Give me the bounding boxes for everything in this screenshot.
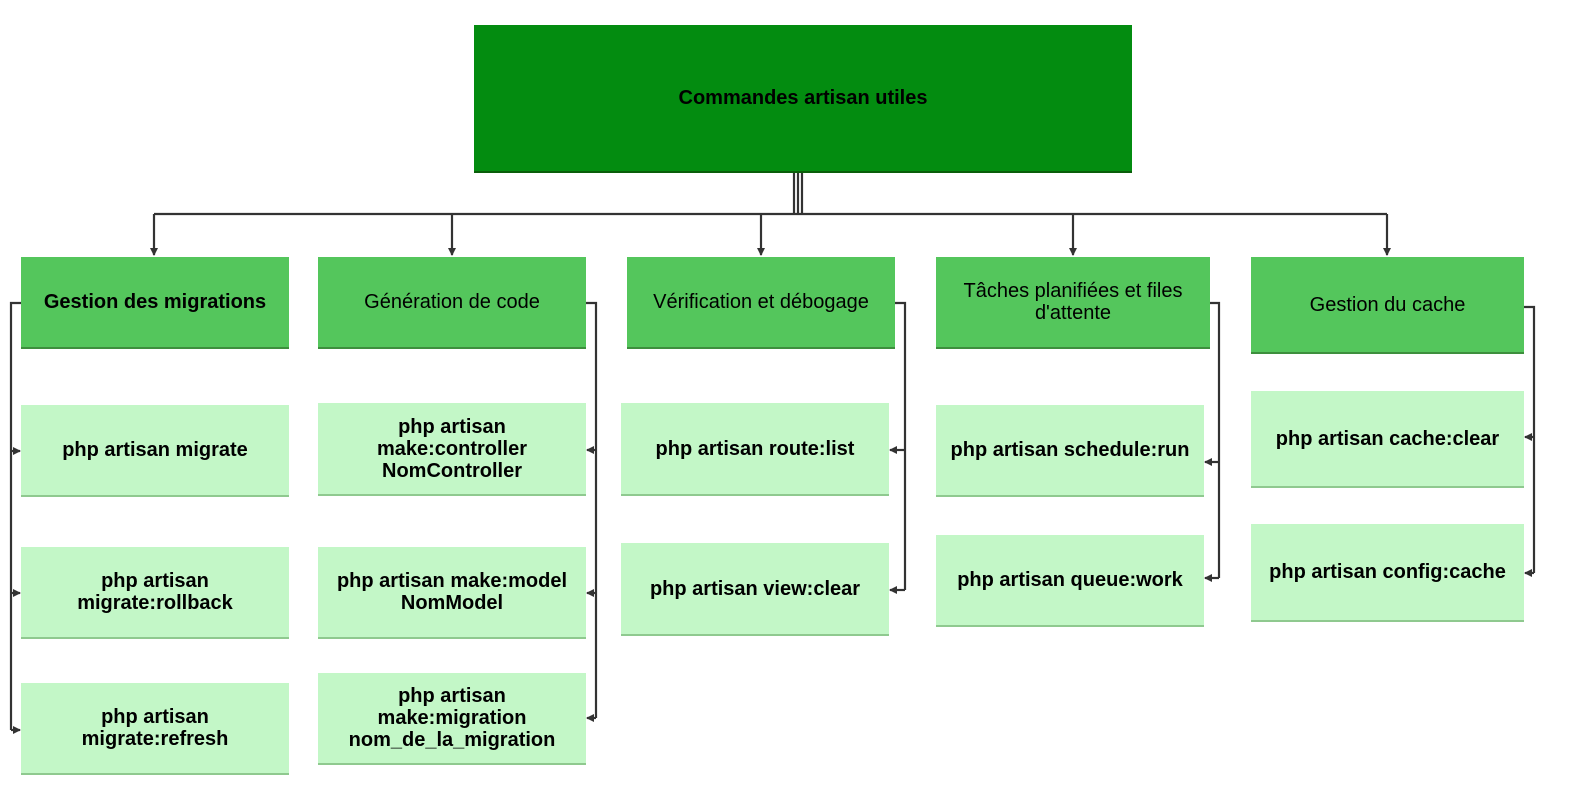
command-schedule-run: php artisan schedule:run: [936, 405, 1204, 497]
bracket-cache: [1524, 305, 1536, 573]
category-label: Gestion des migrations: [43, 291, 267, 313]
category-label: Gestion du cache: [1309, 293, 1466, 316]
bracket-debugging: [895, 301, 907, 590]
command-label: php artisan schedule:run: [950, 439, 1190, 461]
command-label: php artisan migrate:rollback: [77, 570, 233, 614]
category-scheduled-tasks: Tâches planifiées et files d'attente: [936, 257, 1210, 349]
root-label: Commandes artisan utiles: [678, 87, 928, 109]
bracket-code-generation: [586, 301, 598, 718]
category-label: Tâches planifiées et files d'attente: [963, 280, 1183, 324]
command-label: php artisan make:model NomModel: [336, 570, 568, 614]
command-make-controller: php artisan make:controller NomControlle…: [318, 403, 586, 496]
bracket-scheduled: [1210, 301, 1221, 578]
command-label: php artisan migrate: [62, 439, 248, 461]
command-config-cache: php artisan config:cache: [1251, 524, 1524, 622]
command-label: php artisan cache:clear: [1275, 427, 1500, 450]
command-label: php artisan make:controller NomControlle…: [376, 415, 528, 482]
command-label: php artisan queue:work: [957, 569, 1183, 591]
command-migrate-refresh: php artisan migrate:refresh: [21, 683, 289, 775]
command-make-migration: php artisan make:migration nom_de_la_mig…: [318, 673, 586, 765]
command-queue-work: php artisan queue:work: [936, 535, 1204, 627]
category-code-generation: Génération de code: [318, 257, 586, 349]
command-view-clear: php artisan view:clear: [621, 543, 889, 636]
command-make-model: php artisan make:model NomModel: [318, 547, 586, 639]
category-label: Génération de code: [364, 291, 540, 313]
command-route-list: php artisan route:list: [621, 403, 889, 496]
command-cache-clear: php artisan cache:clear: [1251, 391, 1524, 488]
category-migrations: Gestion des migrations: [21, 257, 289, 349]
root-node: Commandes artisan utiles: [474, 25, 1132, 173]
command-migrate-rollback: php artisan migrate:rollback: [21, 547, 289, 639]
category-debugging: Vérification et débogage: [627, 257, 895, 349]
bracket-migrations: [9, 301, 21, 730]
command-label: php artisan route:list: [655, 437, 855, 460]
category-cache: Gestion du cache: [1251, 257, 1524, 354]
command-label: php artisan view:clear: [649, 577, 861, 600]
command-label: php artisan config:cache: [1269, 561, 1506, 583]
command-migrate: php artisan migrate: [21, 405, 289, 497]
command-label: php artisan make:migration nom_de_la_mig…: [348, 685, 556, 751]
command-label: php artisan migrate:refresh: [81, 706, 229, 750]
category-label: Vérification et débogage: [653, 291, 869, 313]
